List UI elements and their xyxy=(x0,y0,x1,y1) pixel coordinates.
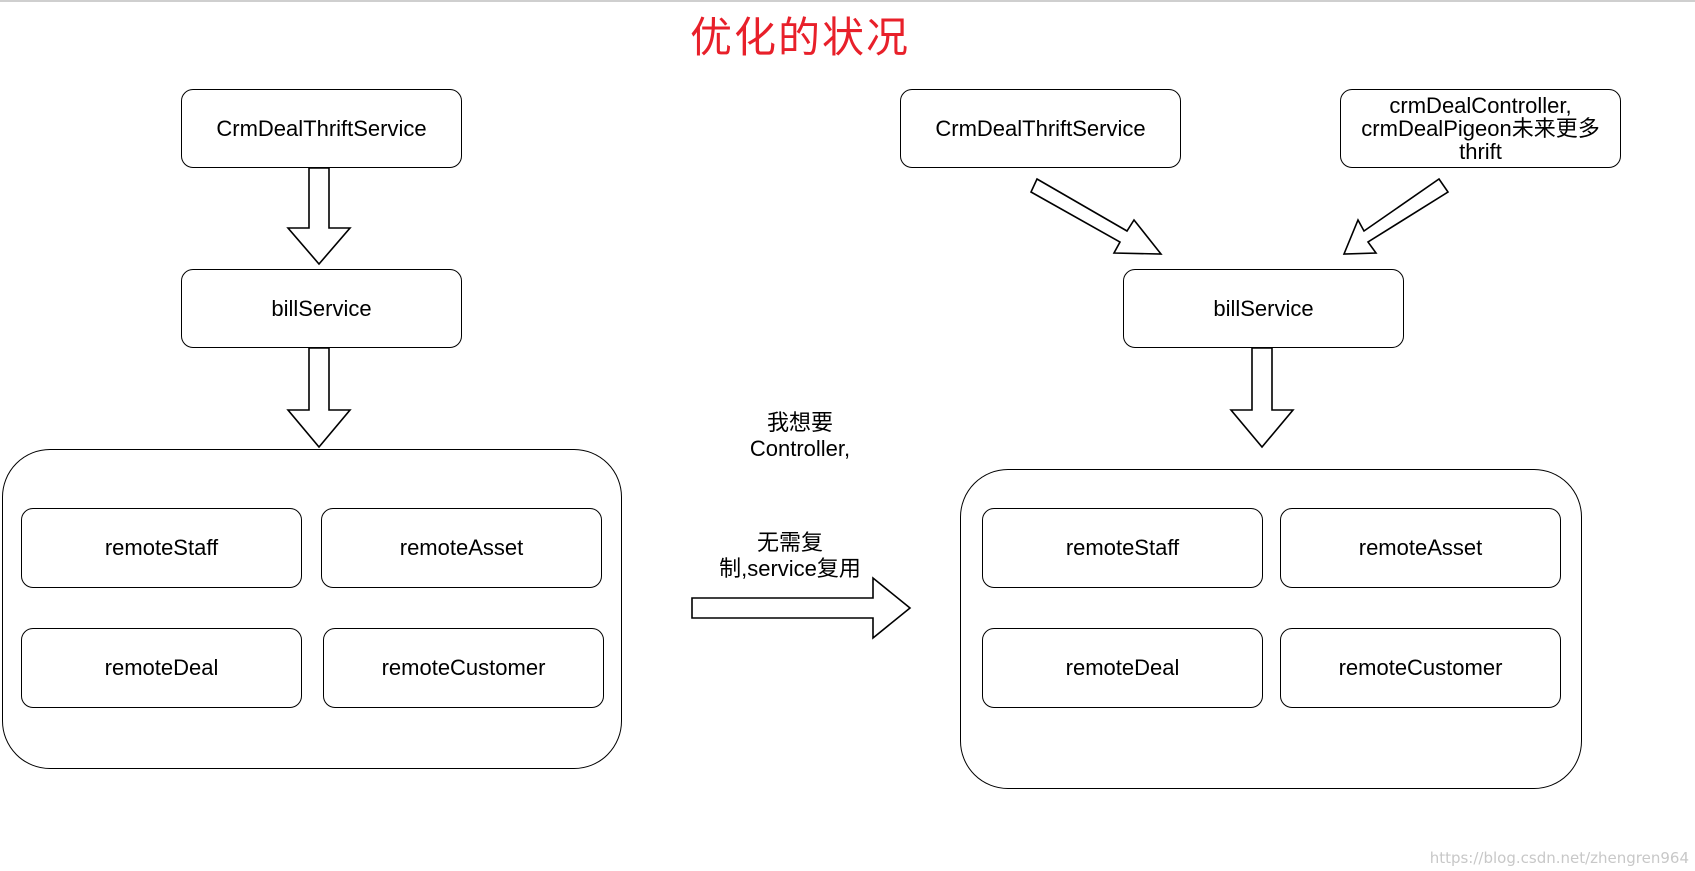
middle-note-line-4: 制,service复用 xyxy=(719,556,861,582)
left-remote-customer-label: remoteCustomer xyxy=(381,655,546,681)
middle-note-top: 我想要 Controller, xyxy=(700,410,900,463)
left-remote-container xyxy=(2,449,622,769)
middle-note-line-1: 我想要 xyxy=(766,410,833,435)
right-remote-deal-label: remoteDeal xyxy=(1065,655,1180,681)
top-border-line xyxy=(0,0,1695,2)
left-remote-staff-label: remoteStaff xyxy=(104,535,219,561)
left-remote-deal-label: remoteDeal xyxy=(104,655,219,681)
right-remote-asset-box: remoteAsset xyxy=(1280,508,1561,588)
down-arrow-right xyxy=(1229,347,1295,449)
right-remote-asset-label: remoteAsset xyxy=(1358,535,1483,561)
right-remote-customer-box: remoteCustomer xyxy=(1280,628,1561,708)
middle-note-line-2: Controller, xyxy=(749,436,851,462)
right-bill-service-box: billService xyxy=(1123,269,1404,348)
right-extra-services-box: crmDealController, crmDealPigeon未来更多 thr… xyxy=(1340,89,1621,168)
right-arrow-middle xyxy=(691,576,912,640)
left-remote-asset-box: remoteAsset xyxy=(321,508,602,588)
middle-note-line-3: 无需复 xyxy=(756,530,823,555)
left-remote-asset-label: remoteAsset xyxy=(399,535,524,561)
right-remote-deal-box: remoteDeal xyxy=(982,628,1263,708)
right-remote-staff-box: remoteStaff xyxy=(982,508,1263,588)
page-title: 优化的状况 xyxy=(690,13,911,62)
right-thrift-service-label: CrmDealThriftService xyxy=(935,115,1146,141)
right-remote-customer-label: remoteCustomer xyxy=(1338,655,1503,681)
right-bill-service-label: billService xyxy=(1213,295,1314,321)
down-arrow-left-1 xyxy=(286,167,352,266)
middle-note-bottom: 无需复 制,service复用 xyxy=(690,530,890,583)
diagonal-arrow-right-in xyxy=(1342,177,1450,255)
diagonal-arrow-left-in xyxy=(1029,177,1163,255)
down-arrow-left-2 xyxy=(286,347,352,449)
left-thrift-service-label: CrmDealThriftService xyxy=(216,115,427,141)
right-remote-staff-label: remoteStaff xyxy=(1065,535,1180,561)
left-bill-service-box: billService xyxy=(181,269,462,348)
right-extra-services-label: crmDealController, crmDealPigeon未来更多 thr… xyxy=(1361,92,1600,165)
left-bill-service-label: billService xyxy=(271,295,372,321)
left-thrift-service-box: CrmDealThriftService xyxy=(181,89,462,168)
left-remote-staff-box: remoteStaff xyxy=(21,508,302,588)
watermark-url: https://blog.csdn.net/zhengren964 xyxy=(1429,849,1689,867)
left-remote-customer-box: remoteCustomer xyxy=(323,628,604,708)
left-remote-deal-box: remoteDeal xyxy=(21,628,302,708)
right-thrift-service-box: CrmDealThriftService xyxy=(900,89,1181,168)
